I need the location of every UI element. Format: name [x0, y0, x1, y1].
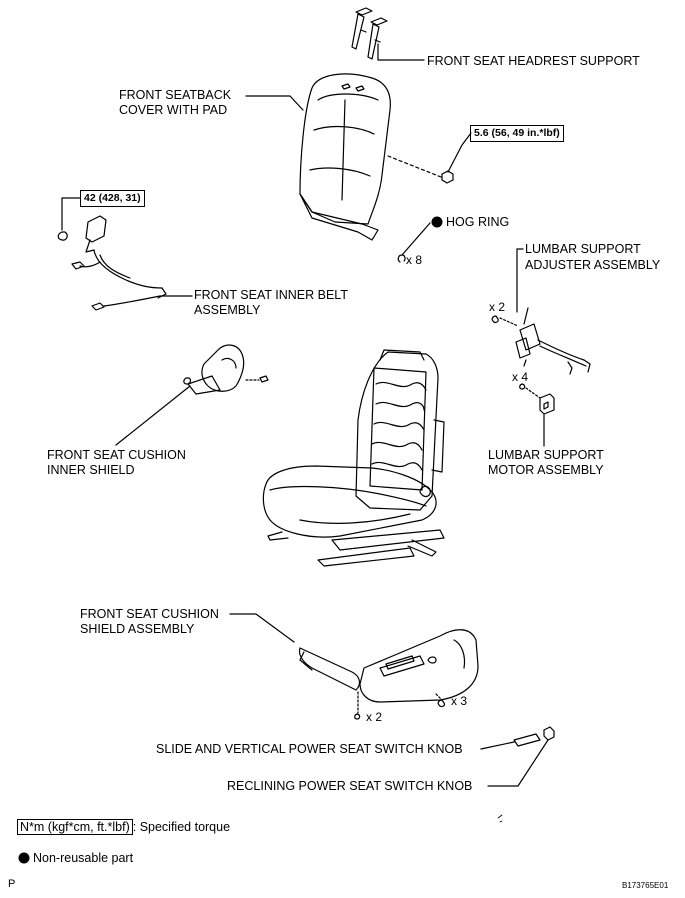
- label-lumbar-adjuster-line1: LUMBAR SUPPORT: [525, 242, 641, 256]
- inner-belt-part: [57, 215, 167, 311]
- qty-shield-screw-bottom: x 2: [366, 710, 383, 724]
- figure-id: B173765E01: [622, 881, 669, 890]
- leader-cushion-inner-shield: [115, 385, 191, 446]
- legend-nonreusable-dot: [18, 852, 30, 864]
- label-hog-ring: HOG RING: [446, 215, 510, 229]
- leader-nut-dashed: [387, 155, 442, 178]
- headrest-support-parts: [351, 7, 388, 60]
- label-seatback-cover-line2: COVER WITH PAD: [119, 103, 228, 117]
- label-slide-vertical-knob: SLIDE AND VERTICAL POWER SEAT SWITCH KNO…: [156, 742, 463, 756]
- qty-hog-ring: x 8: [406, 253, 423, 267]
- shield-screw-right: [437, 699, 446, 708]
- label-cushion-shield-line2: SHIELD ASSEMBLY: [80, 622, 195, 636]
- motor-screw: [519, 383, 526, 390]
- label-inner-belt-line2: ASSEMBLY: [194, 303, 261, 317]
- leader-lumbar-adjuster: [516, 248, 524, 313]
- label-reclining-knob: RECLINING POWER SEAT SWITCH KNOB: [227, 779, 473, 793]
- label-headrest-support: FRONT SEAT HEADREST SUPPORT: [427, 54, 640, 68]
- cushion-inner-shield-part: [183, 344, 269, 395]
- legend-torque-box: N*m (kgf*cm, ft.*lbf): [17, 819, 133, 835]
- label-cushion-shield-line1: FRONT SEAT CUSHION: [80, 607, 219, 621]
- hog-ring-nonreusable-dot: [431, 216, 443, 228]
- leader-cushion-shield: [229, 613, 295, 643]
- stray-mark: [497, 814, 503, 823]
- slide-vertical-knob-part: [513, 733, 541, 747]
- leader-slide-vertical-knob: [480, 741, 515, 750]
- seatback-cover-part: [299, 73, 391, 241]
- label-seatback-cover-line1: FRONT SEATBACK: [119, 88, 232, 102]
- leader-adjuster-dashed: [499, 317, 519, 327]
- legend-torque-text: : Specified torque: [132, 820, 231, 834]
- seatback-nut: [441, 170, 454, 184]
- torque-box-belt-bolt: 42 (428, 31): [80, 190, 145, 207]
- qty-shield-screw-right: x 3: [451, 694, 468, 708]
- leader-reclining-knob: [487, 739, 549, 787]
- cushion-shield-part: [298, 629, 479, 703]
- adjuster-screw: [491, 315, 499, 324]
- label-lumbar-motor-line2: MOTOR ASSEMBLY: [488, 463, 604, 477]
- hog-ring-part: [397, 254, 406, 263]
- leader-nut-torque: [447, 132, 472, 173]
- label-lumbar-motor-line1: LUMBAR SUPPORT: [488, 448, 604, 462]
- qty-adjuster-screw: x 2: [489, 300, 506, 314]
- reclining-knob-part: [543, 726, 555, 741]
- page-code: P: [8, 878, 16, 890]
- leader-belt-bolt: [61, 197, 81, 231]
- lumbar-adjuster-part: [515, 307, 591, 375]
- torque-box-seatback-nut: 5.6 (56, 49 in.*lbf): [470, 125, 564, 142]
- leader-headrest: [377, 43, 425, 61]
- leader-hog-ring: [401, 222, 431, 256]
- leader-motor-dashed: [525, 387, 541, 399]
- label-cushion-inner-shield-line1: FRONT SEAT CUSHION: [47, 448, 186, 462]
- label-inner-belt-line1: FRONT SEAT INNER BELT: [194, 288, 348, 302]
- qty-motor-screw: x 4: [512, 370, 529, 384]
- label-cushion-inner-shield-line2: INNER SHIELD: [47, 463, 135, 477]
- shield-screw-bottom: [354, 713, 361, 720]
- legend-nonreusable-text: Non-reusable part: [33, 851, 134, 865]
- seat-frame-part: [262, 349, 445, 567]
- legend-torque: N*m (kgf*cm, ft.*lbf): Specified torque: [17, 819, 231, 835]
- label-lumbar-adjuster-line2: ADJUSTER ASSEMBLY: [525, 258, 661, 272]
- leader-seatback: [245, 95, 304, 111]
- leader-shield-screw-right-dashed: [435, 693, 443, 701]
- lumbar-motor-part: [539, 393, 555, 415]
